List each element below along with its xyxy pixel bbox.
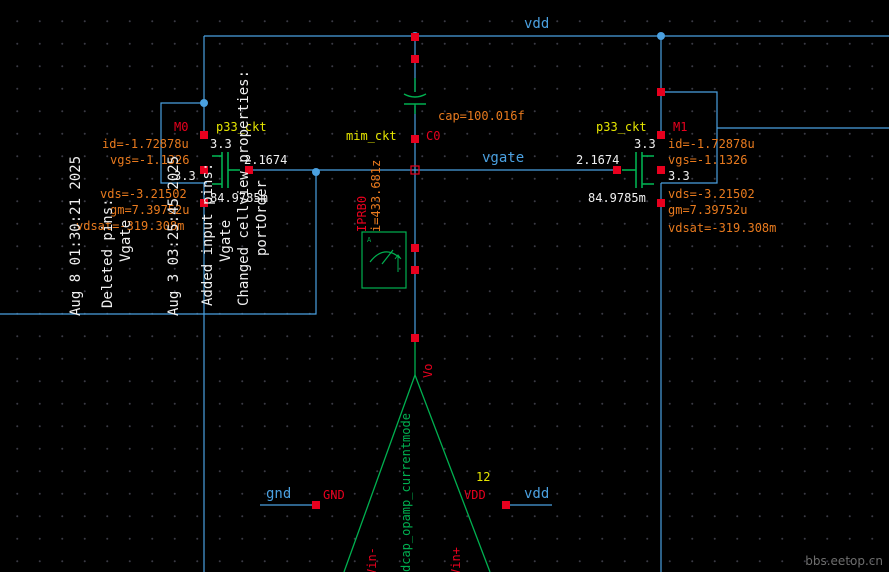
opamp-cell-name: dcap_opamp_currentmode <box>399 413 413 572</box>
c0-model-name: mim_ckt <box>346 129 397 143</box>
m1-gate-voltage: 2.1674 <box>576 153 619 167</box>
m0-vgs: vgs=-1.1326 <box>110 153 189 167</box>
note-date-1: Aug 8 01:30:21 2025 <box>68 156 84 316</box>
m1-model-name: p33_ckt <box>596 120 647 134</box>
opamp-symbol[interactable] <box>343 338 491 572</box>
m0-vds: vds=-3.21502 <box>100 187 187 201</box>
m0-id: id=-1.72878u <box>102 137 189 151</box>
svg-text:A: A <box>367 236 372 244</box>
vgate-junction-pin <box>410 165 420 175</box>
note-portorder: portOrder <box>254 180 270 256</box>
net-label-vdd: vdd <box>524 16 549 32</box>
watermark: bbs.eetop.cn <box>805 554 883 568</box>
net-label-gnd: gnd <box>266 486 291 502</box>
note-added-pins: Added input pins: <box>200 163 216 306</box>
transistor-m0-symbol[interactable] <box>212 152 240 188</box>
note-date-2: Aug 3 03:25:45 2025 <box>166 156 182 316</box>
m0-vdsat: vdsat=-319.308m <box>76 219 184 233</box>
m0-instance-name: M0 <box>174 120 188 134</box>
m1-width2: 3.3 <box>668 169 690 183</box>
c0-instance-name: C0 <box>426 129 440 143</box>
opamp-pin-gnd: GND <box>323 488 345 502</box>
transistor-m1-symbol[interactable] <box>622 152 654 188</box>
note-added-vgate: Vgate <box>218 220 234 262</box>
m1-instance-name: M1 <box>673 120 687 134</box>
opamp-pin-vin-minus: Vin- <box>365 547 379 572</box>
capacitor-c0-symbol[interactable] <box>403 78 427 114</box>
m0-drain-voltage: 84.9785m <box>210 191 268 205</box>
net-label-vgate: vgate <box>482 150 524 166</box>
probe-current: i=433.681z <box>369 160 383 232</box>
note-changed-props: Changed cellview properties: <box>236 70 252 306</box>
m1-gm: gm=7.39752u <box>668 203 747 217</box>
m0-model-name: p33_ckt <box>216 120 267 134</box>
m1-drain-voltage: 84.9785m <box>588 191 646 205</box>
probe-instance-name: IPRB0 <box>355 196 369 232</box>
m1-id: id=-1.72878u <box>668 137 755 151</box>
m0-gate-voltage: 2.1674 <box>244 153 287 167</box>
opamp-pin-vdd: VDD <box>464 488 486 502</box>
opamp-pin-vin-plus: Vin+ <box>449 547 463 572</box>
note-deleted-pins: Deleted pins: <box>100 198 116 308</box>
opamp-bus-width: 12 <box>476 470 490 484</box>
net-label-vdd-right: vdd <box>524 486 549 502</box>
m1-vdsat: vdsat=-319.308m <box>668 221 776 235</box>
m1-vgs: vgs=-1.1326 <box>668 153 747 167</box>
current-probe-iprb0-symbol[interactable]: A <box>361 231 407 289</box>
m0-gm: gm=7.39752u <box>110 203 189 217</box>
opamp-pin-vo: Vo <box>421 364 435 378</box>
m1-width: 3.3 <box>634 137 656 151</box>
m0-width2: 3.3 <box>174 169 196 183</box>
pins <box>200 33 665 509</box>
note-deleted-vgate: Vgate <box>118 220 134 262</box>
c0-cap-value: cap=100.016f <box>438 109 525 123</box>
m0-width: 3.3 <box>210 137 232 151</box>
m1-vds: vds=-3.21502 <box>668 187 755 201</box>
